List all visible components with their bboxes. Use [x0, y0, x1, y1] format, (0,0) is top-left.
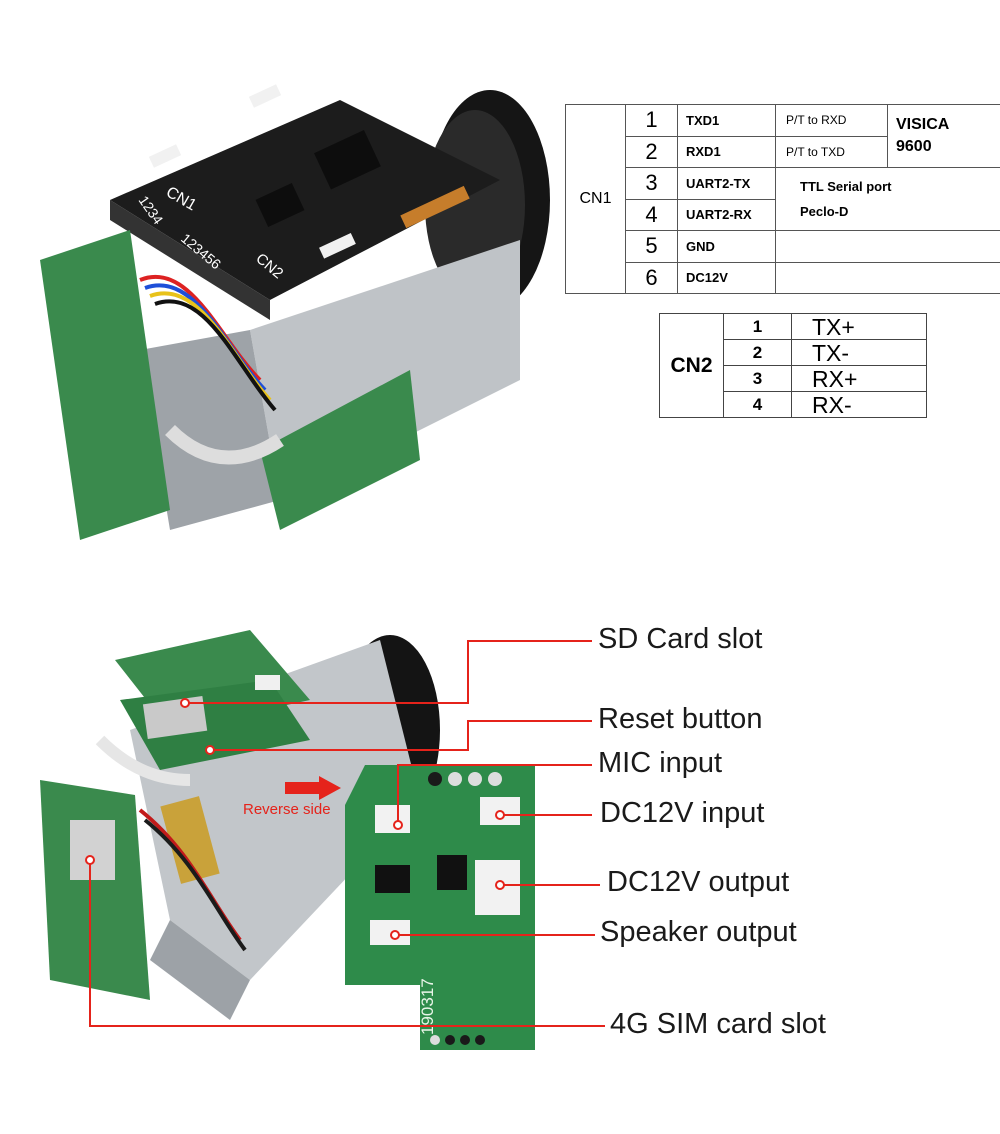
cn1-protocol-note: VISICA 9600 [887, 104, 1000, 168]
speaker-output-label: Speaker output [600, 916, 797, 948]
cn1-protocol-line1: VISICA [896, 116, 950, 133]
interface-board-photo: 190317 [345, 765, 535, 1055]
board-date-silkscreen: 190317 [418, 978, 437, 1035]
cn1-pin-number: 6 [625, 261, 678, 294]
reverse-side-indicator [285, 776, 345, 800]
cn1-signal: DC12V [677, 261, 776, 294]
cn1-protocol-line2: 9600 [896, 138, 932, 155]
cn2-pin-signal: RX+ [791, 365, 927, 392]
cn2-pinout-table: CN2 1 TX+ 2 TX- 3 RX+ 4 RX- [659, 313, 927, 418]
cn1-description: P/T to TXD [775, 135, 888, 168]
dc12v-output-label: DC12V output [607, 866, 790, 898]
cn1-signal: RXD1 [677, 135, 776, 168]
sd-card-slot-label: SD Card slot [598, 623, 763, 655]
camera-module-top-photo: CN1 1234 CN2 123456 [20, 80, 565, 560]
cn1-signal: UART2-RX [677, 198, 776, 231]
cn1-description: P/T to RXD [775, 104, 888, 137]
cn2-label: CN2 [659, 313, 724, 418]
reverse-side-label: Reverse side [243, 801, 331, 818]
sim-card-slot-label: 4G SIM card slot [610, 1008, 826, 1040]
cn1-pinout-table: CN1 1 TXD1 P/T to RXD VISICA 9600 2 RXD1… [565, 104, 1000, 294]
cn1-empty-cell [775, 261, 1000, 294]
cn1-label: CN1 [565, 104, 626, 294]
cn2-pin-signal: TX+ [791, 313, 927, 340]
cn1-ttl-line1: TTL Serial port [800, 179, 892, 194]
dc12v-input-label: DC12V input [600, 797, 765, 829]
cn2-pin-number: 4 [723, 391, 792, 418]
cn1-signal: TXD1 [677, 104, 776, 137]
cn1-ttl-line2: Peclo-D [800, 204, 849, 219]
mic-input-label: MIC input [598, 747, 723, 779]
reset-button-label: Reset button [598, 703, 763, 735]
cn1-pin-number: 1 [625, 104, 678, 137]
cn1-pin-number: 2 [625, 135, 678, 168]
cn2-pin-signal: RX- [791, 391, 927, 418]
camera-module-bottom-photo [20, 620, 440, 1040]
cn1-ttl-note: TTL Serial port Peclo-D [775, 167, 1000, 231]
cn1-signal: UART2-TX [677, 167, 776, 200]
